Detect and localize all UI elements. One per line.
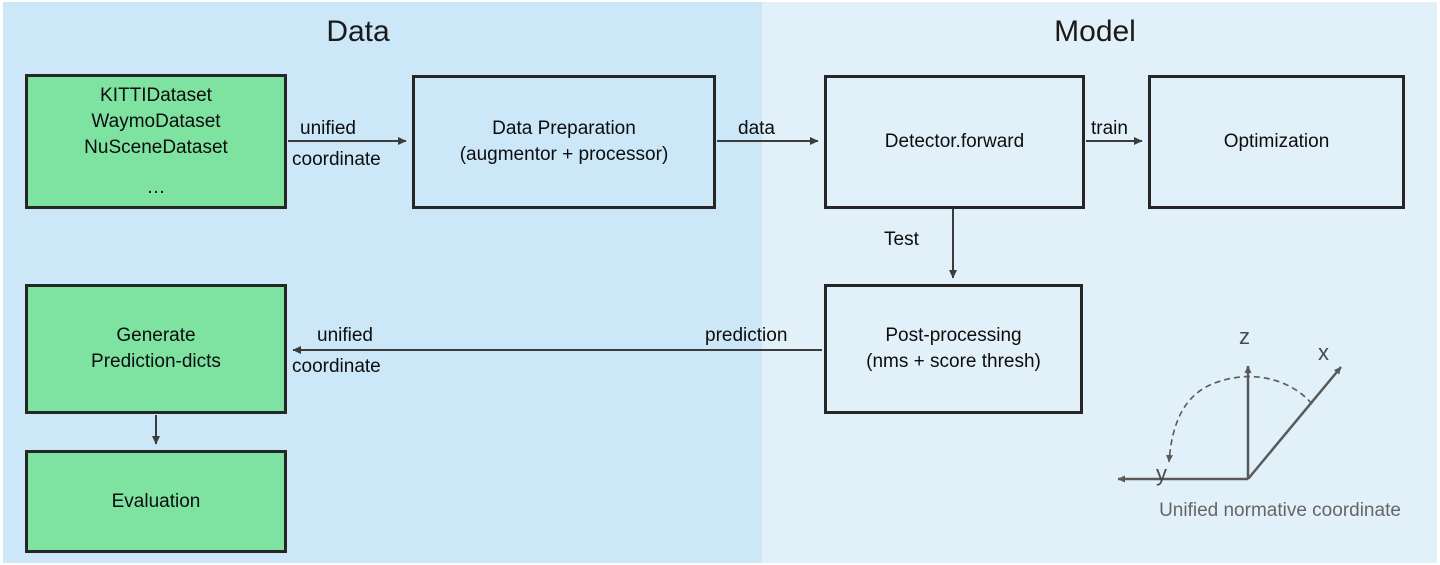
axis-label-y: y [1156, 461, 1167, 486]
box-post-processing-line-2: (nms + score thresh) [866, 351, 1041, 372]
edge-label-test: Test [884, 229, 919, 250]
box-datasets-line-4: … [146, 176, 166, 198]
coordinate-frame-widget: z x y Unified normative coordinate [1130, 318, 1430, 548]
edge-label-coordinate-bottom: coordinate [292, 356, 381, 377]
edge-label-unified-top: unified [300, 118, 356, 139]
box-datasets-line-3: NuSceneDataset [84, 136, 228, 158]
box-post-processing-line-1: Post-processing [885, 325, 1022, 346]
box-evaluation-line-1: Evaluation [111, 490, 201, 512]
box-datasets-line-2: WaymoDataset [91, 110, 221, 132]
box-generate-prediction-dicts[interactable]: Generate Prediction-dicts [25, 284, 287, 414]
box-generate-prediction-dicts-line-2: Prediction-dicts [91, 351, 221, 372]
section-title-model: Model [1054, 15, 1136, 48]
edge-label-train: train [1091, 118, 1128, 139]
box-optimization-line-1: Optimization [1223, 131, 1330, 152]
section-title-data: Data [326, 15, 390, 48]
box-detector-forward-line-1: Detector.forward [884, 131, 1025, 152]
box-datasets[interactable]: KITTIDataset WaymoDataset NuSceneDataset… [25, 74, 287, 209]
box-generate-prediction-dicts-line-1: Generate [116, 325, 196, 346]
box-post-processing[interactable]: Post-processing (nms + score thresh) [824, 284, 1083, 414]
box-evaluation[interactable]: Evaluation [25, 450, 287, 553]
box-data-preparation-line-1: Data Preparation [492, 118, 636, 139]
coordinate-frame-caption: Unified normative coordinate [1159, 500, 1401, 521]
box-data-preparation[interactable]: Data Preparation (augmentor + processor) [412, 75, 716, 209]
edge-label-unified-bottom: unified [317, 325, 373, 346]
box-detector-forward[interactable]: Detector.forward [824, 75, 1085, 209]
edge-label-coordinate-top: coordinate [292, 149, 381, 170]
edge-label-prediction: prediction [705, 325, 788, 346]
edge-label-data: data [738, 118, 775, 139]
axis-label-z: z [1239, 324, 1250, 349]
axis-label-x: x [1318, 340, 1329, 365]
box-datasets-line-1: KITTIDataset [100, 84, 212, 106]
box-optimization[interactable]: Optimization [1148, 75, 1405, 209]
box-data-preparation-line-2: (augmentor + processor) [459, 144, 669, 165]
